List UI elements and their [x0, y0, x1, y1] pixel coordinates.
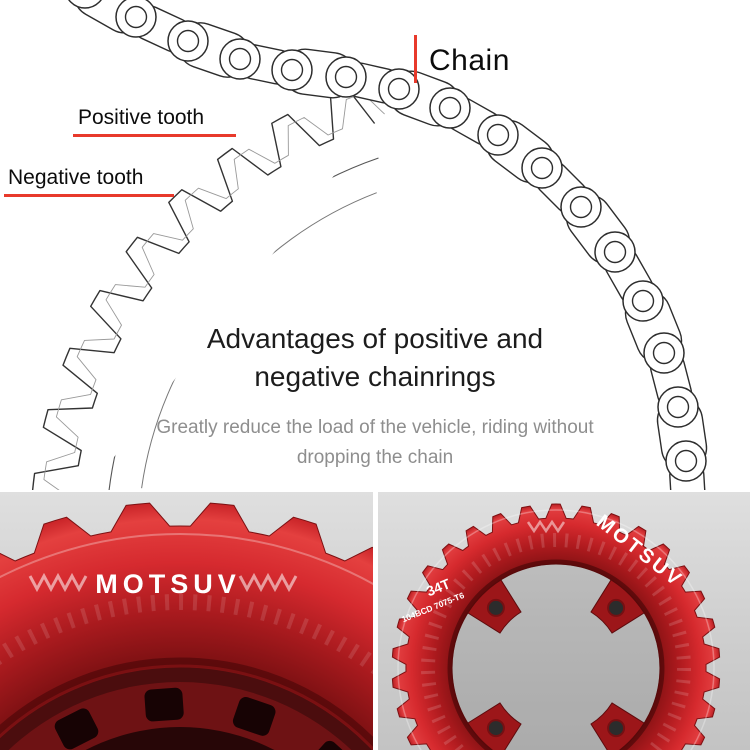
diagram-subtitle-line1: Greatly reduce the load of the vehicle, …: [156, 417, 594, 438]
red-chainring-right: [391, 503, 720, 750]
chainring-and-chain-drawing: [31, 0, 708, 490]
negative-tooth-label: Negative tooth: [8, 166, 144, 189]
red-chainring-photo-right: MOTSUV 34T 104BCD 7075-T6: [391, 503, 720, 750]
diagram-subtitle: Greatly reduce the load of the vehicle, …: [0, 413, 750, 473]
chain-leader-line: [414, 35, 417, 83]
diagram-subtitle-line2: dropping the chain: [296, 447, 454, 468]
negative-tooth-underline: [4, 194, 174, 197]
diagram-title-line1: Advantages of positive and: [206, 323, 544, 354]
brand-text-left: MOTSUV: [95, 569, 241, 599]
chainring-line-drawing: [31, 0, 708, 490]
diagram-title: Advantages of positive and negative chai…: [0, 320, 750, 396]
diagram-title-line2: negative chainrings: [254, 361, 496, 392]
product-photo-right: MOTSUV 34T 104BCD 7075-T6: [377, 492, 750, 750]
diagram-section: Chain Positive tooth Negative tooth Adva…: [0, 0, 750, 490]
positive-tooth-underline: [73, 134, 236, 137]
positive-tooth-label: Positive tooth: [78, 106, 205, 129]
red-chainring-photo-left: MOTSUV: [0, 502, 373, 750]
product-photos-section: MOTSUV MOTSUV 34T 104BCD 7075-T6: [0, 492, 750, 750]
red-chainring-left: [0, 502, 373, 750]
chain-label: Chain: [429, 44, 510, 77]
product-photo-left: MOTSUV: [0, 492, 373, 750]
